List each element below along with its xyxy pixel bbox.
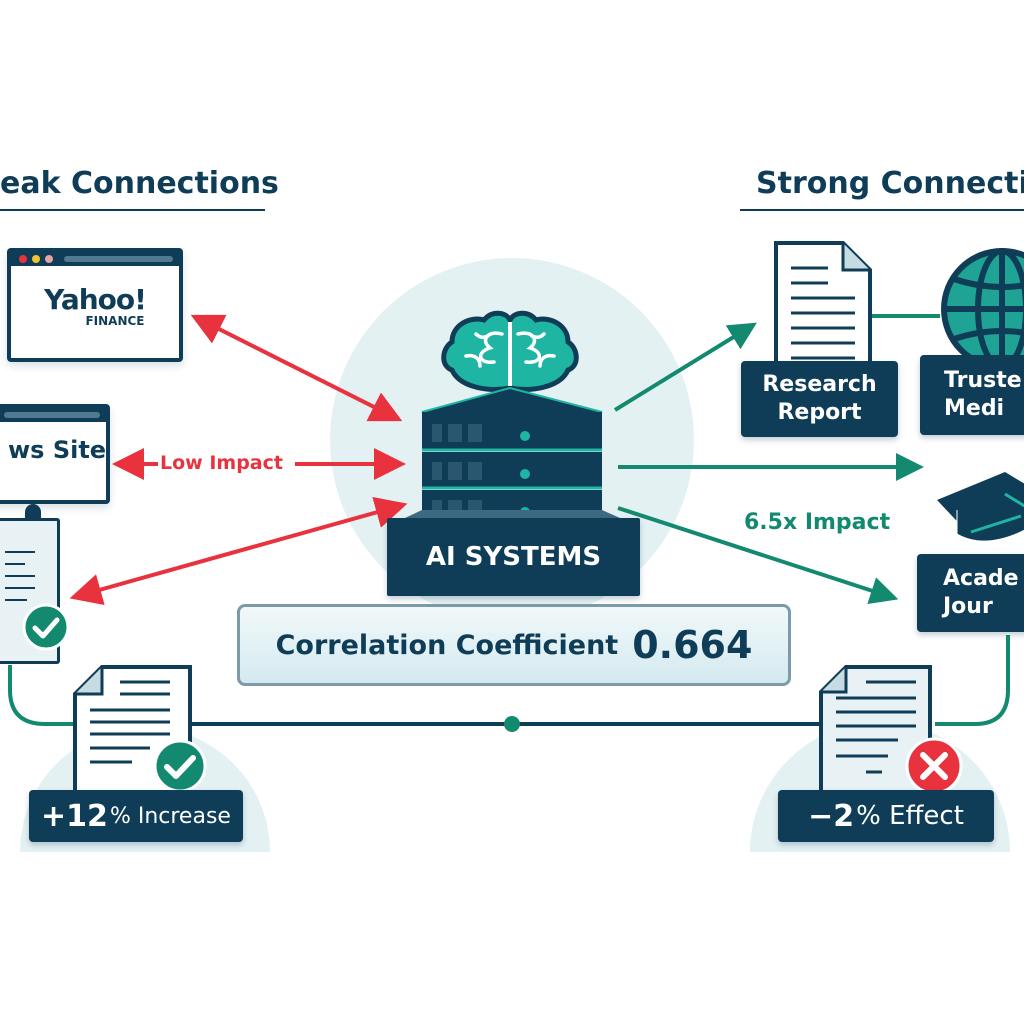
timeline-node [504,716,520,732]
yahoo-logo: Yahoo! [44,283,147,316]
correlation-value: 0.664 [632,623,753,667]
trusted-media-label[interactable]: Truste Medi [920,355,1024,435]
academic-label-line1: Acade [943,566,1019,591]
strong-connections-heading: Strong Connectio [756,166,1024,201]
positive-outcome-value: +12 [41,798,108,834]
negative-outcome-badge: −2% Effect [778,790,994,842]
news-site-source[interactable]: ws Site [0,404,112,584]
low-impact-label: Low Impact [160,452,283,474]
correlation-box: Correlation Coefficient 0.664 [237,604,791,686]
browser-bar [11,252,179,266]
left-green-connector [8,665,75,726]
window-maximize-dot [45,255,53,263]
monitor-stand-icon [25,504,41,520]
brain-icon [441,310,579,392]
positive-outcome-badge: +12% Increase [29,790,243,842]
positive-outcome-suffix: % Increase [109,803,231,829]
arrow-document [69,496,408,606]
document-lines [5,551,57,601]
research-document-icon [774,241,872,374]
negative-outcome-suffix: % Effect [856,801,964,831]
ai-systems-label: AI SYSTEMS [387,518,640,596]
url-bar [64,256,173,262]
academic-journal-label[interactable]: Acade Jour [917,554,1024,632]
server-stack-icon [405,386,620,526]
url-bar [4,412,100,418]
finance-label: FINANCE [85,314,145,328]
arrow-academic [617,506,899,604]
yahoo-finance-source[interactable]: Yahoo! FINANCE [7,248,183,362]
globe-icon [941,248,1024,370]
arrow-research [613,322,757,412]
negative-cross-icon [905,737,963,795]
research-label-line1: Research [762,372,877,397]
right-green-connector [935,635,1010,726]
trusted-label-line2: Medi [944,396,1005,421]
positive-check-icon [153,739,207,793]
window-minimize-dot [32,255,40,263]
weak-connections-heading: eak Connections [0,166,279,201]
academic-label-line2: Jour [943,594,993,619]
trusted-label-line1: Truste [944,368,1022,393]
graduation-cap-icon [937,472,1024,542]
strong-impact-label: 6.5x Impact [744,510,891,535]
check-icon [22,603,70,651]
news-site-label: ws Site [8,436,107,464]
browser-bar [0,408,106,422]
negative-outcome-value: −2 [808,798,855,834]
window-close-dot [19,255,27,263]
research-label-line2: Report [777,400,862,425]
ai-system-icon[interactable] [380,300,650,600]
correlation-label: Correlation Coefficient [275,629,619,661]
arrow-yahoo [190,314,403,422]
research-report-label[interactable]: Research Report [741,361,898,437]
